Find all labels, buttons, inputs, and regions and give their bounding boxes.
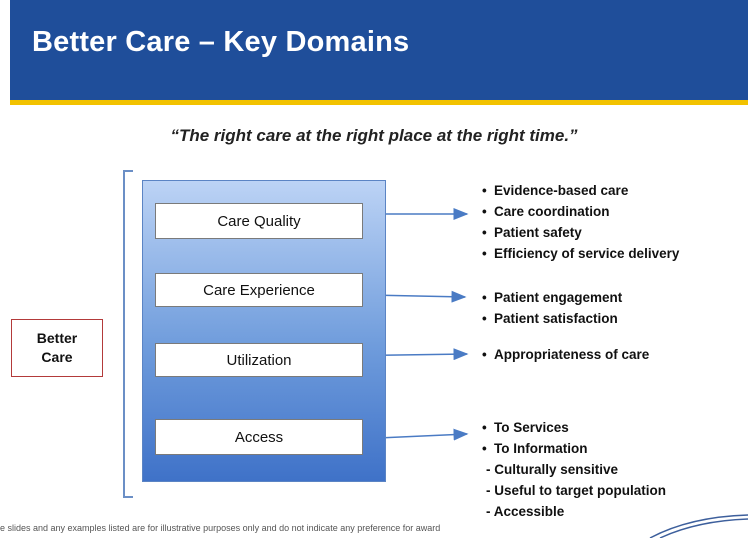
sub-bullet-item: - Culturally sensitive — [486, 462, 619, 477]
bullet-item: Evidence-based care — [480, 180, 679, 201]
better-care-label-box: Better Care — [11, 319, 103, 377]
domain-utilization-label: Utilization — [226, 351, 292, 369]
sub-bullet-item: - Useful to target population — [486, 483, 666, 498]
bullet-item: Appropriateness of care — [480, 344, 649, 365]
bullet-item: Patient safety — [480, 222, 679, 243]
domain-care-experience: Care Experience — [155, 273, 363, 307]
access-bullets: To Services To Information - Culturally … — [480, 417, 666, 522]
domain-care-quality: Care Quality — [155, 203, 363, 239]
footer-disclaimer: e slides and any examples listed are for… — [0, 523, 441, 533]
domain-care-experience-label: Care Experience — [203, 281, 315, 299]
header-accent-stripe — [10, 100, 748, 105]
bullet-item: Patient satisfaction — [480, 308, 622, 329]
bullet-item: Efficiency of service delivery — [480, 243, 679, 264]
domain-utilization: Utilization — [155, 343, 363, 377]
domain-access-label: Access — [234, 428, 284, 446]
better-care-line2: Care — [41, 349, 73, 365]
left-bracket — [123, 170, 133, 498]
corner-swoosh-logo — [649, 514, 748, 538]
slide-title: Better Care – Key Domains — [32, 26, 410, 58]
utilization-bullets: Appropriateness of care — [480, 344, 649, 365]
bullet-item: To Services — [480, 417, 666, 438]
bullet-item: Care coordination — [480, 201, 679, 222]
care-quality-bullets: Evidence-based care Care coordination Pa… — [480, 180, 679, 264]
bullet-item: Patient engagement — [480, 287, 622, 308]
domain-access: Access — [155, 419, 363, 455]
better-care-line1: Better — [36, 330, 78, 346]
care-experience-bullets: Patient engagement Patient satisfaction — [480, 287, 622, 329]
header-bar: Better Care – Key Domains — [10, 0, 748, 100]
bullet-item: To Information — [480, 438, 666, 459]
sub-bullet-item: - Accessible — [486, 504, 565, 519]
domain-care-quality-label: Care Quality — [217, 212, 301, 230]
tagline-quote: “The right care at the right place at th… — [170, 126, 578, 145]
